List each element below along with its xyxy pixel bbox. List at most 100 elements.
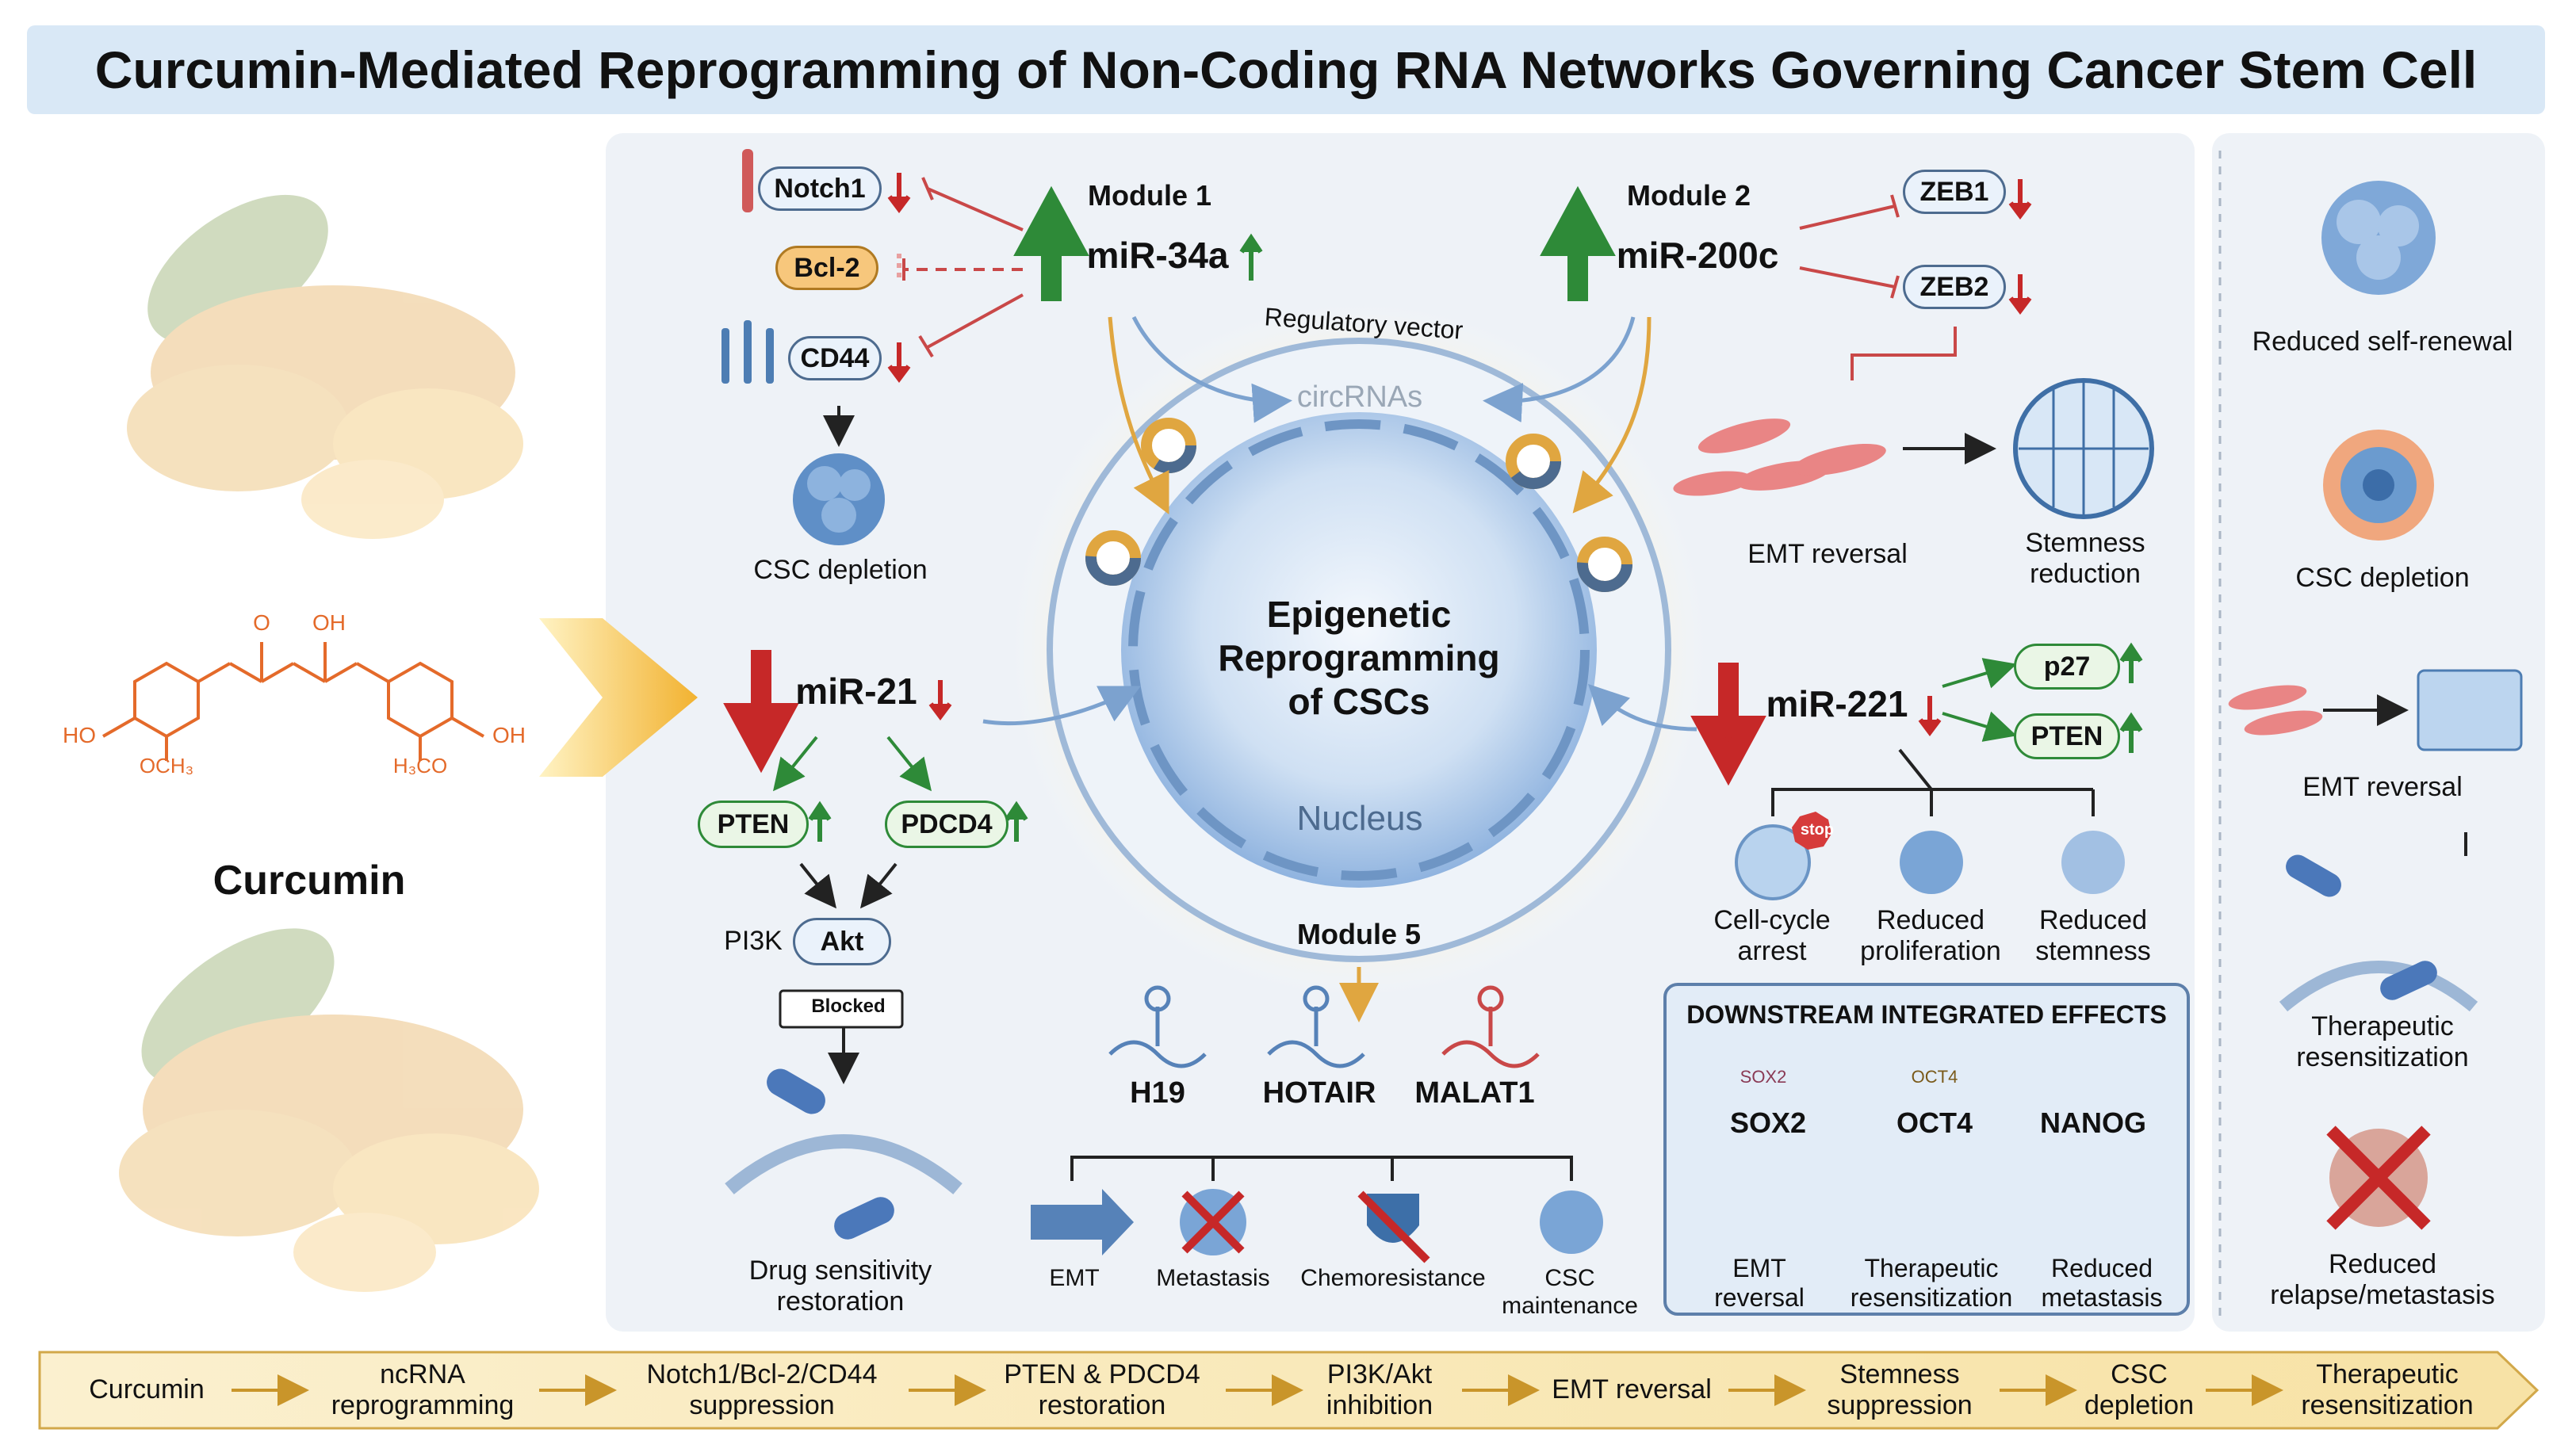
emt-outcome-label: EMT bbox=[1049, 1265, 1100, 1291]
drug-sensitivity-label: Drug sensitivity restoration bbox=[748, 1255, 932, 1317]
flow-step-label: EMT reversal bbox=[1552, 1374, 1712, 1405]
flow-step-pi3k: PI3K/Akt inhibition bbox=[1300, 1352, 1459, 1428]
pten-node-left: PTEN bbox=[698, 801, 809, 848]
akt-node: Akt bbox=[793, 918, 891, 965]
csc-maintenance-label: CSC maintenance bbox=[1502, 1265, 1638, 1319]
flow-step-label: PTEN & PDCD4 restoration bbox=[1004, 1359, 1200, 1420]
downstream-metastasis-label: Reduced metastasis bbox=[2041, 1254, 2163, 1312]
flow-step-ncrna: ncRNA reprogramming bbox=[308, 1352, 538, 1428]
curcumin-arrow bbox=[539, 618, 698, 777]
chem-oh2-label: OH bbox=[492, 723, 526, 747]
pi3k-label: PI3K bbox=[724, 926, 783, 956]
right-csc-depletion-icon bbox=[2323, 430, 2434, 541]
flow-step-curcumin: Curcumin bbox=[63, 1352, 230, 1428]
mir34a-up-arrow bbox=[1013, 185, 1089, 301]
flow-step-stemness: Stemness suppression bbox=[1805, 1352, 1995, 1428]
mir221-down-arrow bbox=[1690, 663, 1766, 786]
notch1-node: Notch1 bbox=[758, 166, 882, 211]
p27-node: p27 bbox=[2014, 644, 2120, 690]
stemness-reduction-label: Stemness reduction bbox=[2025, 528, 2145, 590]
sox2-label: SOX2 bbox=[1729, 1106, 1807, 1139]
flow-step-label: Stemness suppression bbox=[1827, 1359, 1973, 1420]
epigenetic-reprogramming-label: Epigenetic Reprogramming of CSCs bbox=[1218, 594, 1500, 723]
flow-step-notch1: Notch1/Bcl-2/CD44 suppression bbox=[615, 1352, 909, 1428]
stop-sign-icon bbox=[1792, 812, 1831, 850]
metastasis-label: Metastasis bbox=[1156, 1265, 1270, 1291]
flow-step-csc: CSC depletion bbox=[2074, 1352, 2204, 1428]
membrane-right bbox=[2279, 961, 2478, 1012]
blocked-label: Blocked bbox=[811, 996, 886, 1017]
reduced-proliferation-label: Reduced proliferation bbox=[1860, 905, 2001, 967]
right-emt-reversal-label: EMT reversal bbox=[2302, 772, 2463, 802]
emt-reversal-label: EMT reversal bbox=[1747, 539, 1908, 569]
flow-step-label: ncRNA reprogramming bbox=[331, 1359, 515, 1420]
right-relapse-icon bbox=[2326, 1125, 2431, 1230]
mir21-down-arrow bbox=[723, 650, 799, 774]
sox2-tag: SOX2 bbox=[1740, 1067, 1787, 1087]
h19-label: H19 bbox=[1130, 1076, 1185, 1110]
chem-o-label: O bbox=[253, 610, 270, 635]
curcumin-structure bbox=[102, 642, 484, 761]
downstream-effects-box bbox=[1663, 983, 2190, 1316]
downstream-title: DOWNSTREAM INTEGRATED EFFECTS bbox=[1686, 1000, 2167, 1029]
cell-cycle-arrest-label: Cell-cycle arrest bbox=[1713, 905, 1831, 967]
capsule-left bbox=[767, 1068, 894, 1240]
flow-step-label: CSC depletion bbox=[2084, 1359, 2194, 1420]
nuclear-envelope bbox=[1128, 419, 1590, 881]
title-bar: Curcumin-Mediated Reprogramming of Non-C… bbox=[27, 25, 2545, 188]
mir21-label: miR-21 bbox=[795, 671, 917, 712]
flow-step-pten: PTEN & PDCD4 restoration bbox=[983, 1352, 1221, 1428]
blocked-box bbox=[779, 989, 904, 1029]
mir34a-label: miR-34a bbox=[1086, 235, 1229, 276]
turmeric-top-illustration bbox=[127, 194, 523, 539]
nanog-label: NANOG bbox=[2040, 1106, 2146, 1139]
module5-title: Module 5 bbox=[1296, 918, 1421, 950]
right-self-renewal-icon bbox=[2321, 181, 2436, 295]
zeb1-node: ZEB1 bbox=[1903, 170, 2006, 214]
chem-och3-label: OCH₃ bbox=[139, 754, 194, 778]
flow-step-emt: EMT reversal bbox=[1538, 1352, 1725, 1428]
malat1-label: MALAT1 bbox=[1414, 1076, 1535, 1110]
right-self-renewal-label: Reduced self-renewal bbox=[2252, 327, 2513, 357]
oct4-label: OCT4 bbox=[1896, 1106, 1973, 1139]
cd44-node: CD44 bbox=[788, 336, 882, 380]
chem-h3co-label: H₃CO bbox=[392, 754, 448, 778]
module1-title: Module 1 bbox=[1087, 179, 1211, 212]
mir200c-label: miR-200c bbox=[1616, 235, 1779, 276]
module1-outcome: CSC depletion bbox=[753, 555, 928, 585]
epithelial-cells-icon bbox=[2417, 669, 2523, 751]
circrna-rings bbox=[1085, 418, 1632, 592]
chemoresistance-label: Chemoresistance bbox=[1300, 1265, 1486, 1291]
csc-cluster-icon bbox=[793, 453, 885, 545]
membrane-left bbox=[725, 1134, 963, 1194]
zeb2-node: ZEB2 bbox=[1903, 265, 2006, 309]
right-resensitization-label: Therapeutic resensitization bbox=[2296, 1011, 2469, 1073]
bcl2-node: Bcl-2 bbox=[775, 246, 878, 290]
curcumin-label: Curcumin bbox=[212, 858, 406, 904]
mir200c-up-arrow bbox=[1540, 185, 1616, 301]
mir221-label: miR-221 bbox=[1766, 683, 1908, 724]
circrnas-label: circRNAs bbox=[1296, 380, 1423, 414]
pdcd4-node: PDCD4 bbox=[885, 801, 1009, 848]
hotair-label: HOTAIR bbox=[1262, 1076, 1376, 1110]
right-relapse-label: Reduced relapse/metastasis bbox=[2270, 1249, 2495, 1311]
emt-blue-arrow bbox=[1031, 1189, 1134, 1255]
module2-title: Module 2 bbox=[1626, 179, 1751, 212]
capsule-right bbox=[2286, 854, 2437, 1000]
page-title: Curcumin-Mediated Reprogramming of Non-C… bbox=[94, 40, 2478, 188]
right-csc-depletion-label: CSC depletion bbox=[2295, 563, 2470, 593]
chem-ho-label: HO bbox=[63, 723, 96, 747]
turmeric-bottom-illustration bbox=[119, 928, 539, 1292]
flow-step-label: Curcumin bbox=[89, 1374, 205, 1405]
downstream-emt-label: EMT reversal bbox=[1714, 1254, 1805, 1312]
pten-node-right: PTEN bbox=[2014, 713, 2120, 759]
flow-step-label: Notch1/Bcl-2/CD44 suppression bbox=[646, 1359, 878, 1420]
oct4-tag: OCT4 bbox=[1911, 1067, 1958, 1087]
flow-step-resensitization: Therapeutic resensitization bbox=[2280, 1352, 2494, 1428]
emt-cells-icon bbox=[1673, 418, 1886, 496]
nucleus-core bbox=[1121, 412, 1597, 888]
downstream-resensitization-label: Therapeutic resensitization bbox=[1850, 1254, 2013, 1312]
chem-oh-label: OH bbox=[312, 610, 346, 635]
stop-label: stop bbox=[1800, 821, 1835, 839]
